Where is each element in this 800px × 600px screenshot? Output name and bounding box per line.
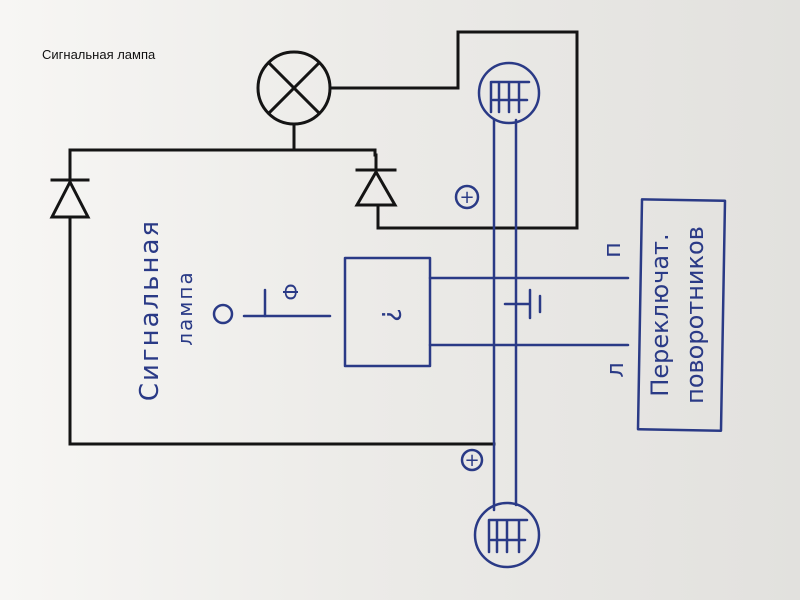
phi-label: Ф (278, 283, 302, 300)
left-diode-symbol (49, 153, 91, 446)
terminal-left-label: л (601, 362, 629, 377)
top-turn-lamp (477, 61, 541, 125)
plus-sign-top: + (454, 184, 480, 210)
wire-top-bar (68, 148, 377, 157)
terminal-right-label: п (598, 242, 626, 258)
svg-text:+: + (464, 450, 479, 471)
switch-label-line2: поворотников (681, 226, 709, 404)
lamp-label-line1: Сигнальная (135, 219, 165, 401)
right-diode-symbol (354, 153, 398, 207)
signal-lamp-small-circle (212, 303, 234, 325)
bottom-turn-lamp (473, 501, 541, 569)
unknown-block-label: ? (375, 308, 405, 322)
plus-sign-bottom: + (460, 448, 484, 472)
svg-text:+: + (459, 187, 474, 208)
turn-switch-box (636, 198, 727, 432)
unknown-block (343, 256, 432, 368)
switch-label-line1: Переключат. (646, 233, 674, 396)
black-wiring (49, 30, 579, 446)
handdrawn-layer: ? Ф + + Сигнальная лампа Переключат. пов… (135, 61, 727, 569)
wire-lamp-to-right-loop (328, 30, 579, 230)
caption-text: Сигнальная лампа (42, 47, 156, 62)
lamp-label-line2: лампа (173, 270, 197, 345)
